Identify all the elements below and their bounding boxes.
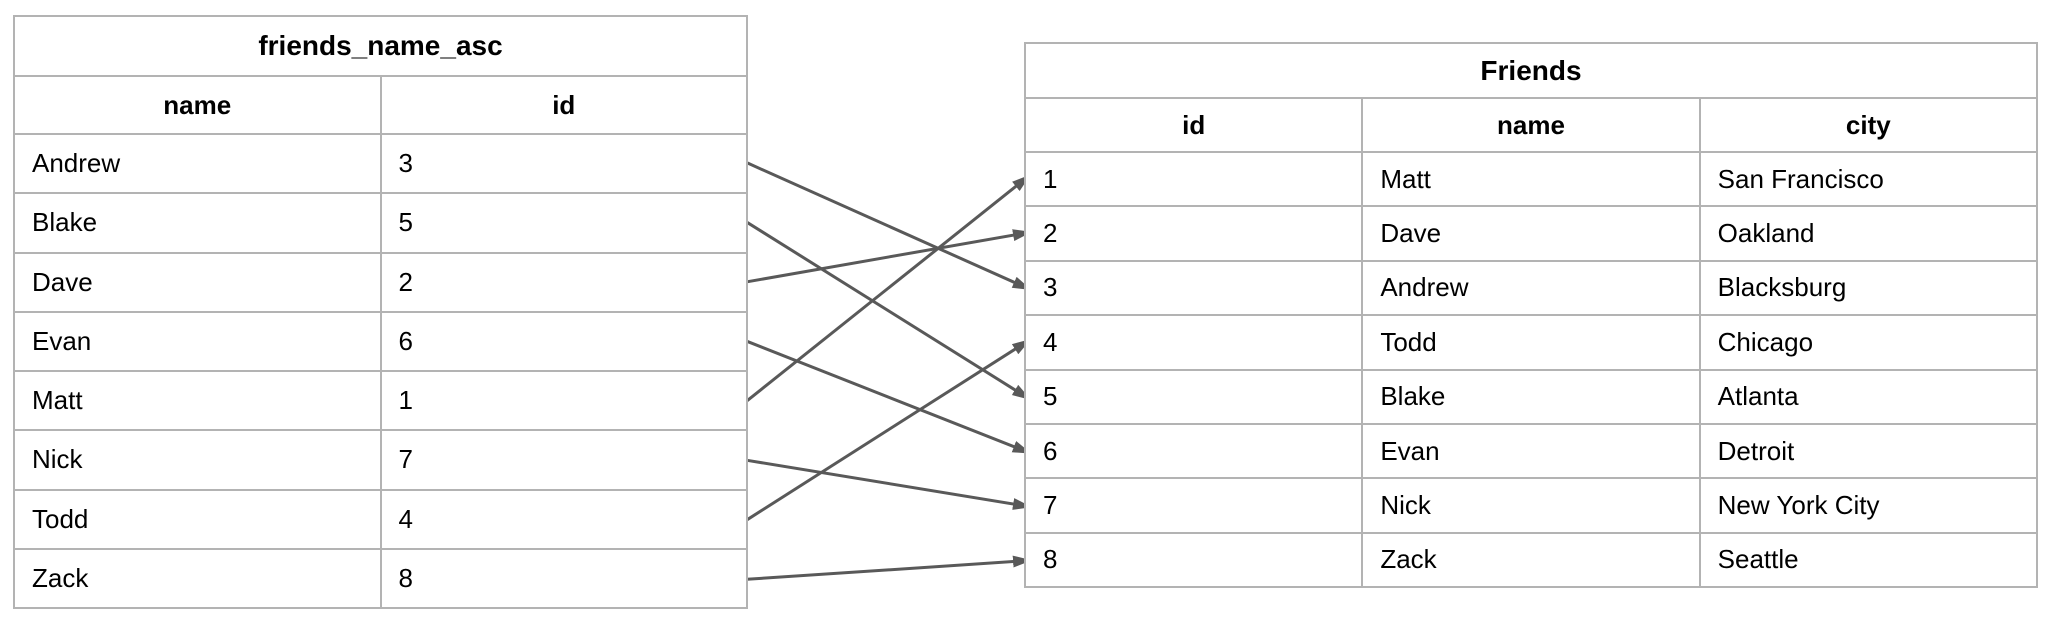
friends-cell-id: 6 [1043,435,1058,466]
index-table-row: Evan 6 [15,312,747,372]
index-cell-id: 5 [379,194,747,252]
friends-cell-id: 7 [1043,489,1058,520]
friends-cell-name: Matt [1361,153,1698,206]
arrow-Zack-to-id-8 [746,555,1032,581]
friends-cell-id: 1 [1043,163,1058,194]
friends-cell-city: Atlanta [1698,370,2036,423]
friends-cell-name: Zack [1361,533,1698,586]
friends-cell-name: Blake [1361,370,1698,423]
friends-cell-name: Evan [1361,424,1698,478]
index-table-title: friends_name_asc [15,17,746,77]
arrow-Andrew-to-id-3 [746,161,1032,291]
arrow-Nick-to-id-7 [746,458,1032,510]
friends-cell-city: San Francisco [1698,153,2036,206]
index-table-row: Nick 7 [15,431,747,491]
friends-header-name: name [1361,99,1698,151]
friends-cell-name: Dave [1361,207,1698,260]
index-table-row: Todd 4 [15,490,747,550]
friends-cell-name: Nick [1361,479,1698,532]
index-cell-id: 8 [379,549,747,607]
arrow-Dave-to-id-2 [746,229,1032,284]
friends-cell-city: Chicago [1698,316,2036,369]
index-table-row: Andrew 3 [15,135,747,195]
arrow-Evan-to-id-6 [746,339,1032,454]
index-cell-name: Zack [32,562,89,593]
friends-cell-city: Seattle [1698,533,2036,586]
friends-cell-id: 3 [1043,272,1058,303]
index-cell-id: 4 [379,490,747,548]
friends-cell-id: 2 [1043,218,1058,249]
friends-cell-name: Todd [1361,316,1698,369]
index-cell-name: Nick [32,444,83,475]
index-cell-id: 1 [379,372,747,430]
index-cell-name: Evan [32,325,92,356]
index-cell-name: Andrew [32,148,121,179]
index-header-id: id [379,77,747,133]
index-table-row: Matt 1 [15,372,747,432]
index-table-header: name id [15,77,746,135]
index-cell-id: 7 [379,431,747,489]
arrow-Blake-to-id-5 [746,221,1032,400]
arrow-Matt-to-id-1 [746,174,1031,402]
friends-cell-id: 8 [1043,544,1058,575]
index-table-row: Zack 8 [15,549,747,607]
friends-cell-city: Oakland [1698,207,2036,260]
friends-cell-city: New York City [1698,479,2036,532]
friends-header-id: id [1182,109,1206,140]
friends-header-city: city [1698,99,2036,151]
friends-table-title: Friends [1026,44,2036,99]
friends-cell-city: Blacksburg [1698,261,2036,315]
index-cell-id: 3 [379,135,747,193]
index-table-row: Blake 5 [15,194,747,254]
index-cell-name: Blake [32,207,98,238]
friends-cell-city: Detroit [1698,424,2036,478]
index-cell-id: 2 [379,253,747,311]
friends-cell-id: 5 [1043,381,1058,412]
friends-cell-id: 4 [1043,326,1058,357]
arrow-Todd-to-id-4 [746,338,1032,522]
index-cell-name: Matt [32,385,83,416]
index-header-name: name [163,89,232,120]
index-cell-id: 6 [379,312,747,370]
index-cell-name: Dave [32,266,93,297]
index-table-row: Dave 2 [15,253,747,313]
index-cell-name: Todd [32,503,89,534]
friends-cell-name: Andrew [1361,261,1698,315]
